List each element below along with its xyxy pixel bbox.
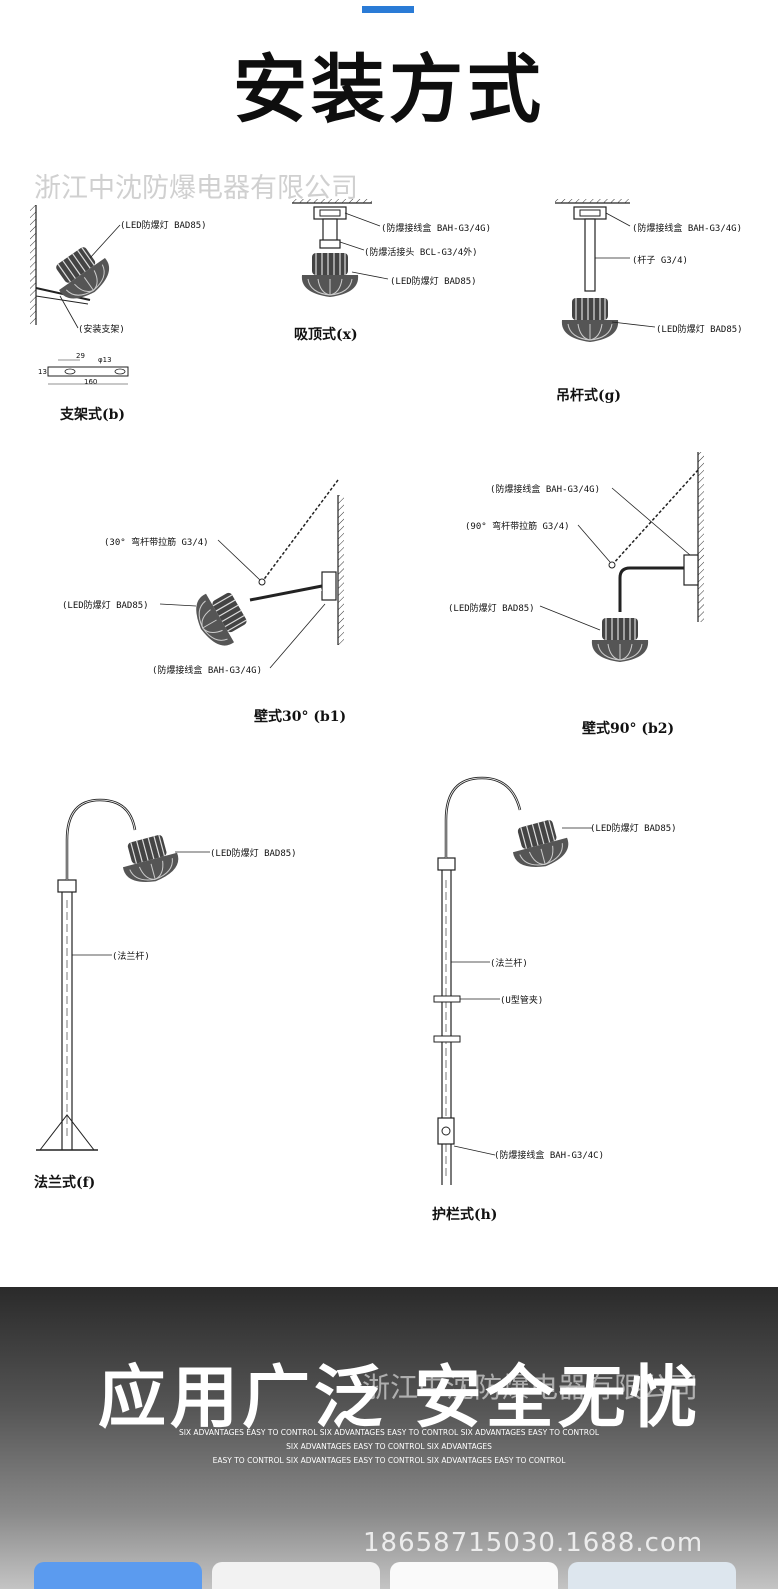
feature-card-2 xyxy=(212,1562,380,1589)
diagram-wall-30 xyxy=(159,479,344,669)
dim-b-1: φ13 xyxy=(98,356,112,364)
label-b2-lamp: (LED防爆灯 BAD85) xyxy=(448,604,535,614)
label-x-lamp: (LED防爆灯 BAD85) xyxy=(390,277,477,287)
banner-subtitle-line-1: SIX ADVANTAGES EASY TO CONTROL SIX ADVAN… xyxy=(178,1428,600,1437)
caption-b2: 壁式90° (b2) xyxy=(582,721,675,737)
application-banner xyxy=(0,1287,778,1589)
caption-b1: 壁式30° (b1) xyxy=(254,709,347,725)
banner-watermark: 浙江中沈防爆电器有限公司 xyxy=(362,1371,699,1404)
label-f-lamp: (LED防爆灯 BAD85) xyxy=(210,849,297,859)
label-b-lamp: (LED防爆灯 BAD85) xyxy=(120,221,207,231)
label-g-jbox: (防爆接线盒 BAH-G3/4G) xyxy=(632,224,743,234)
label-b1-arm: (30° 弯杆带拉筋 G3/4) xyxy=(104,538,209,548)
label-h-jbox: (防爆接线盒 BAH-G3/4C) xyxy=(494,1151,605,1161)
title-accent-bar xyxy=(362,6,414,13)
caption-g: 吊杆式(g) xyxy=(556,388,622,404)
banner-subtitle-line-3: EASY TO CONTROL SIX ADVANTAGES EASY TO C… xyxy=(212,1456,566,1465)
installation-diagrams xyxy=(30,199,704,1185)
label-h-clamp: (U型管夹) xyxy=(500,996,544,1006)
label-h-pole: (法兰杆) xyxy=(490,959,528,969)
dim-b-3: 13 xyxy=(38,368,47,376)
caption-h: 护栏式(h) xyxy=(432,1207,498,1223)
banner-title: 应用广泛 安全无忧 xyxy=(98,1359,702,1438)
label-h-lamp: (LED防爆灯 BAD85) xyxy=(590,824,677,834)
caption-b: 支架式(b) xyxy=(60,407,126,423)
label-x-jbox: (防爆接线盒 BAH-G3/4G) xyxy=(381,224,492,234)
feature-card-3 xyxy=(390,1562,558,1589)
label-g-lamp: (LED防爆灯 BAD85) xyxy=(656,325,743,335)
caption-f: 法兰式(f) xyxy=(34,1175,96,1191)
label-b1-jbox: (防爆接线盒 BAH-G3/4G) xyxy=(152,666,263,676)
label-b-bracket: (安装支架) xyxy=(78,325,125,335)
diagram-pendant xyxy=(555,199,656,343)
label-b2-jbox: (防爆接线盒 BAH-G3/4G) xyxy=(490,485,601,495)
label-f-pole: (法兰杆) xyxy=(112,952,150,962)
caption-x: 吸顶式(x) xyxy=(294,327,358,343)
label-g-pole: (杆子 G3/4) xyxy=(632,256,688,266)
label-b1-lamp: (LED防爆灯 BAD85) xyxy=(62,601,149,611)
contact-watermark: 18658715030.1688.com xyxy=(363,1528,704,1558)
feature-card-1 xyxy=(34,1562,202,1589)
label-x-union: (防爆活接头 BCL-G3/4外) xyxy=(364,248,478,258)
dim-b-2: 160 xyxy=(84,378,98,386)
banner-subtitle-line-2: SIX ADVANTAGES EASY TO CONTROL SIX ADVAN… xyxy=(286,1442,492,1451)
diagram-ceiling xyxy=(292,199,389,298)
watermark-text: 浙江中沈防爆电器有限公司 xyxy=(34,173,358,204)
dim-b-0: 29 xyxy=(76,352,85,360)
diagram-bracket xyxy=(30,205,129,385)
label-b2-arm: (90° 弯杆带拉筋 G3/4) xyxy=(465,522,570,532)
diagram-flange-pole xyxy=(36,798,210,1151)
feature-card-4 xyxy=(568,1562,736,1589)
page-title: 安装方式 xyxy=(233,47,545,133)
diagram-guardrail xyxy=(433,776,592,1185)
diagram-wall-90 xyxy=(539,452,704,663)
